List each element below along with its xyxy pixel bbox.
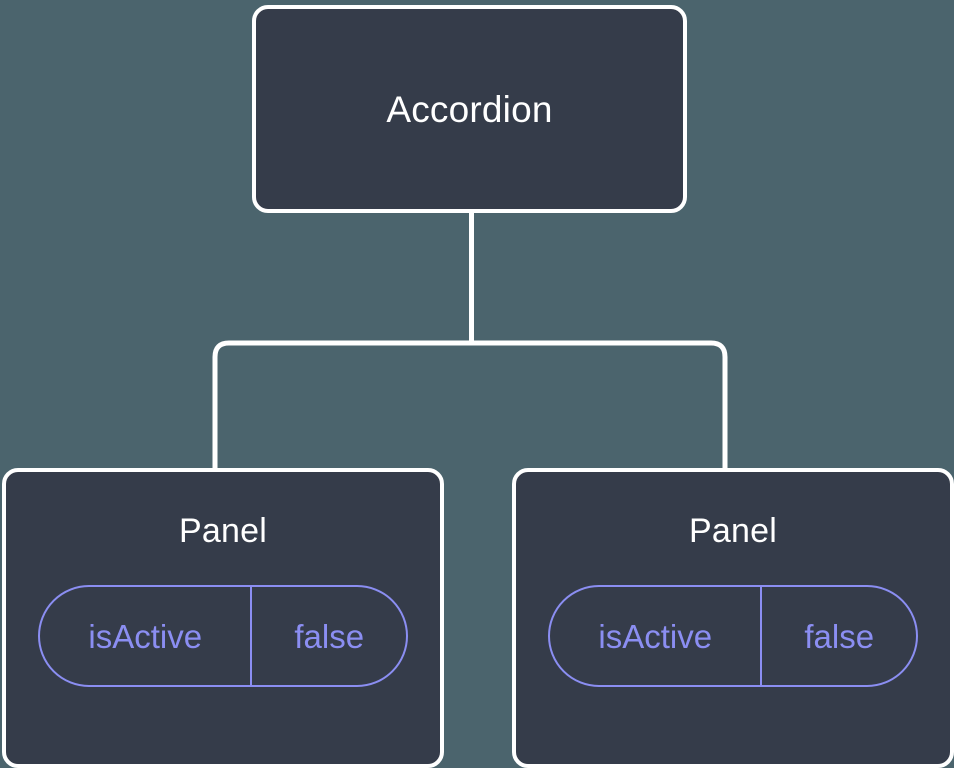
node-accordion[interactable]: Accordion — [252, 5, 687, 213]
component-tree-canvas: Accordion Panel isActive false Panel isA… — [2, 5, 954, 768]
node-accordion-label: Accordion — [386, 88, 553, 130]
node-panel-2-label: Panel — [689, 512, 777, 550]
node-panel-1[interactable]: Panel isActive false — [2, 468, 444, 768]
node-panel-1-label: Panel — [179, 512, 267, 550]
prop-key-panel-2: isActive — [550, 587, 763, 685]
node-panel-2[interactable]: Panel isActive false — [512, 468, 954, 768]
prop-pill-panel-2[interactable]: isActive false — [548, 585, 918, 687]
prop-key-panel-1: isActive — [40, 587, 253, 685]
connector-branch-right — [471, 340, 728, 470]
prop-value-panel-1: false — [294, 617, 365, 655]
prop-value-panel-2: false — [804, 617, 875, 655]
connector-branch-left — [212, 340, 472, 470]
prop-pill-panel-1[interactable]: isActive false — [38, 585, 408, 687]
